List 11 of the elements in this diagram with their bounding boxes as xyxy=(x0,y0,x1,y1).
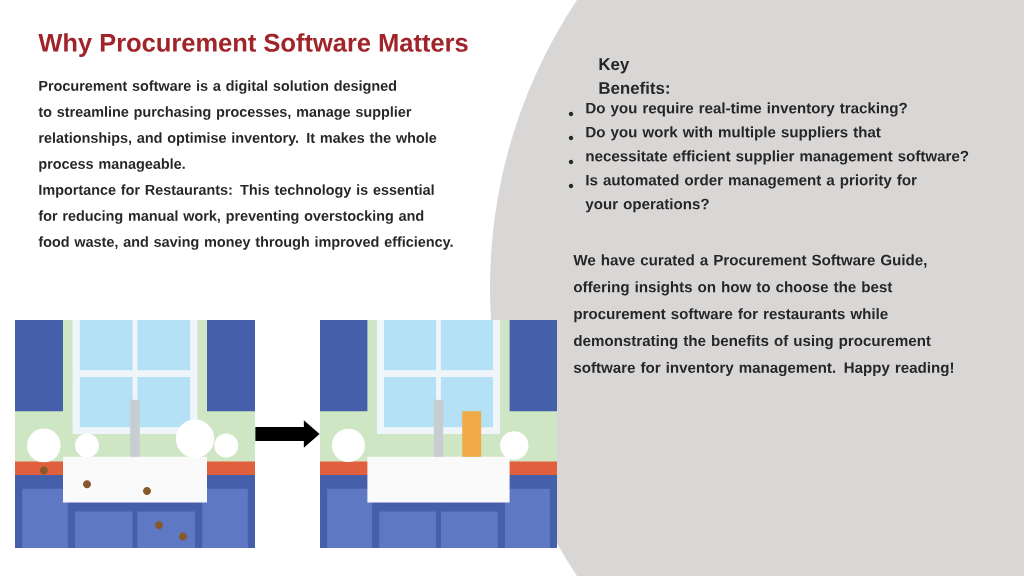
kitchen-drawing xyxy=(15,320,255,548)
bullet-item: Do you work with multiple suppliers that xyxy=(586,126,881,141)
bullet-item: Do you require real-time inventory tracking? xyxy=(586,102,907,117)
bullet-item: Is automated order management a priority for your operations? xyxy=(585,174,917,213)
paragraph: Importance for Restaurants: This technology is essential for reducing manual work, preventing overstocking and food waste, and saving money through improved efficiency. xyxy=(38,184,453,250)
paragraph: We have curated a Procurement Software Guide, offering insights on how to choose the best procurement software for restaurants while demonstrating the benefits of using procurement software for inventory management. Happy reading! xyxy=(573,254,954,377)
bullet-item: necessitate efficient supplier management software? xyxy=(586,150,969,165)
heading: Key Benefits: xyxy=(599,58,669,94)
title: Why Procurement Software Matters xyxy=(38,33,468,57)
kitchen-drawing xyxy=(320,320,557,548)
paragraph: Procurement software is a digital solution designed to streamline purchasing processes, manage supplier relationships, and optimise inventory. It makes the whole process manageable. xyxy=(38,80,437,172)
